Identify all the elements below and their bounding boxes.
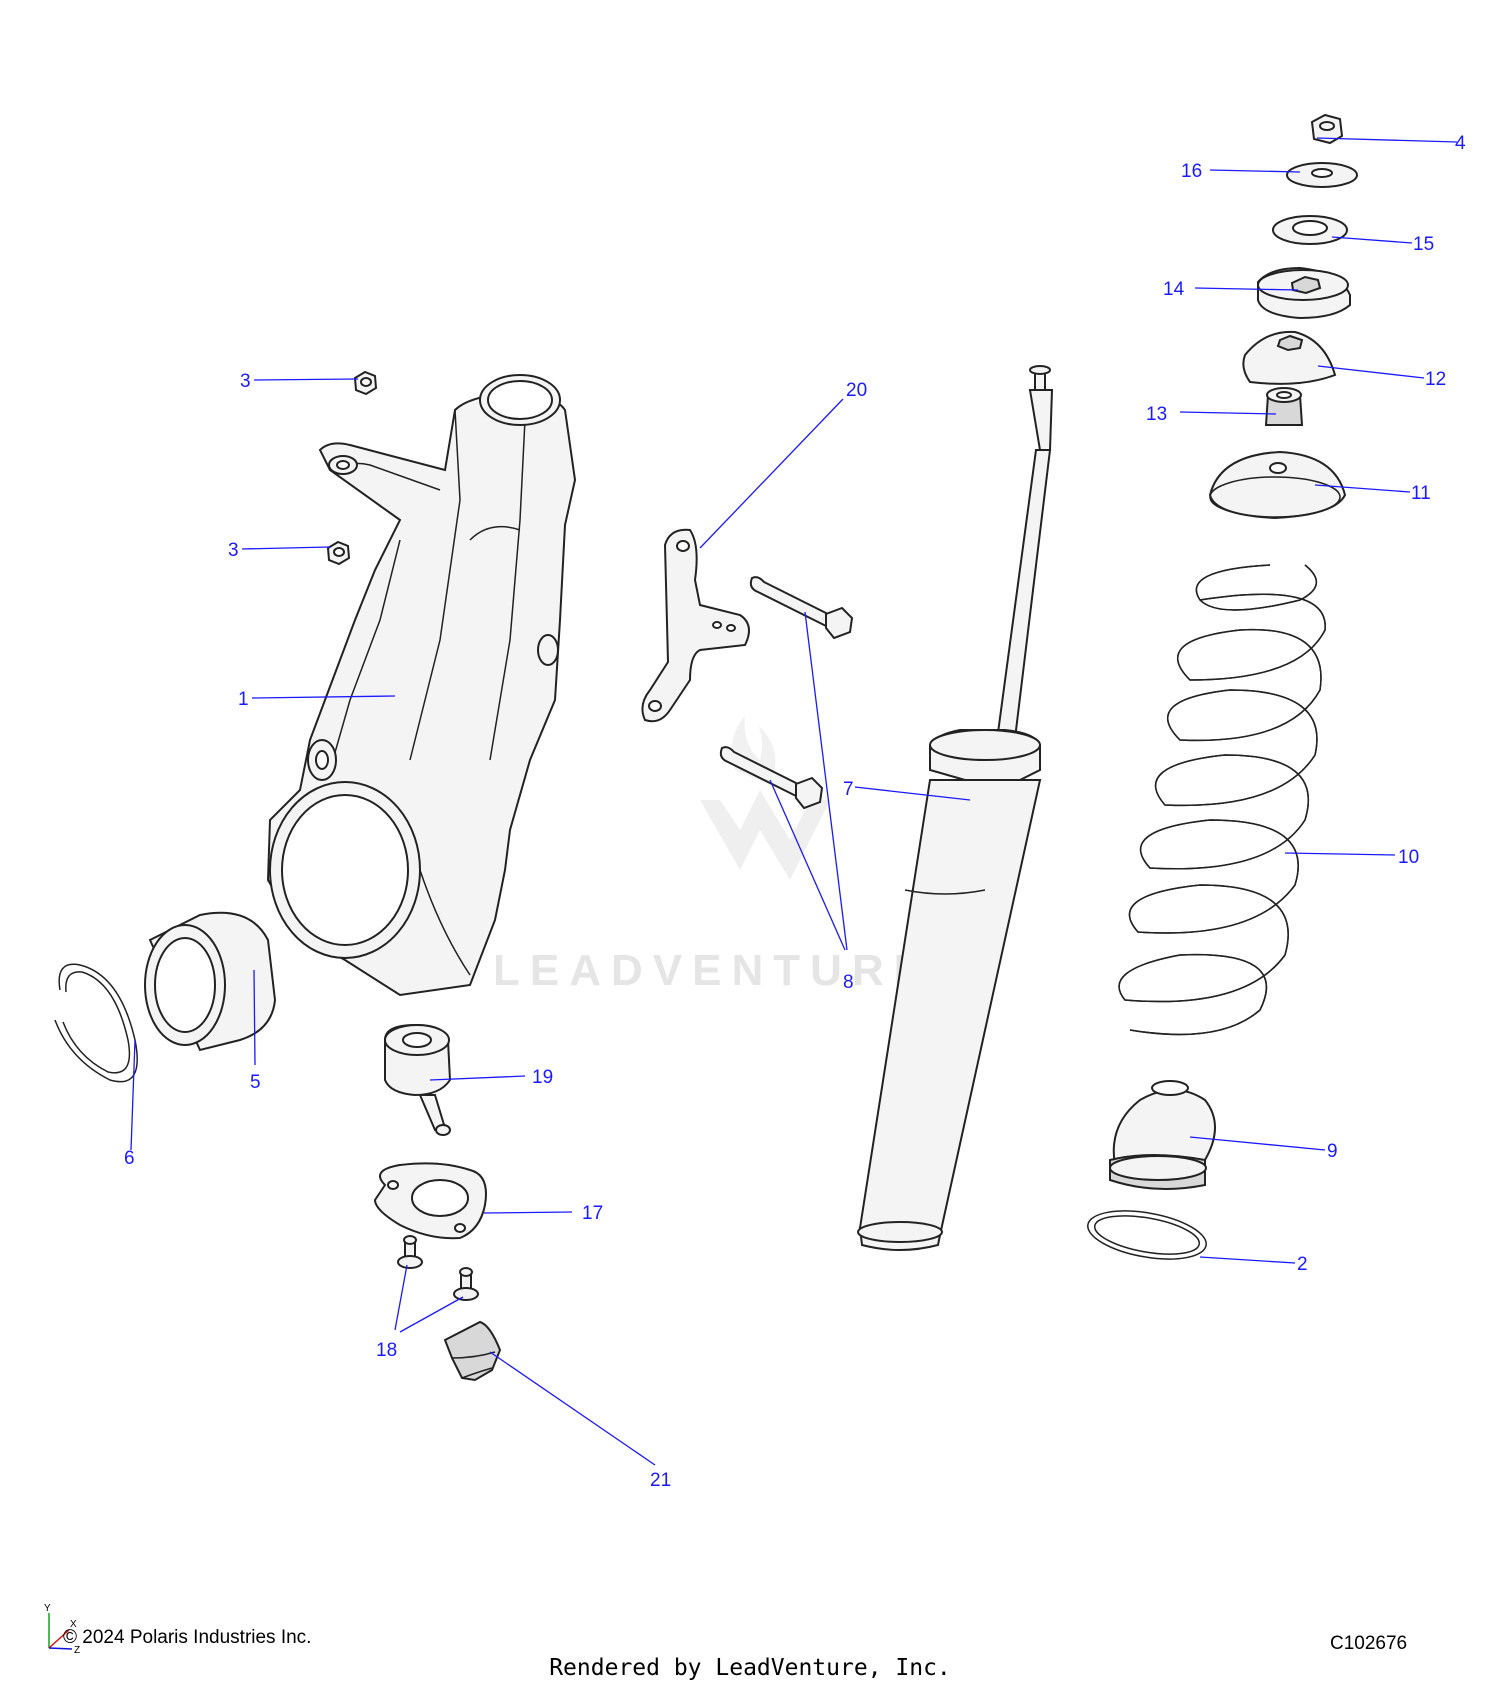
- callout-6: 6: [124, 1148, 135, 1169]
- bracket: [641, 528, 750, 723]
- top-nut: [1310, 113, 1344, 145]
- callout-3-lower: 3: [228, 540, 239, 561]
- leader-lines: [130, 137, 1458, 1466]
- leadventure-watermark: LEADVENTURE: [493, 715, 933, 995]
- coil-spring: [1118, 564, 1326, 1036]
- axis-y-label: Y: [44, 1603, 51, 1614]
- ball-joint: [384, 1023, 452, 1136]
- callout-20: 20: [846, 380, 867, 401]
- callout-12: 12: [1425, 369, 1446, 390]
- callout-5: 5: [250, 1072, 261, 1093]
- callout-11: 11: [1411, 483, 1431, 504]
- callout-7: 7: [843, 779, 854, 800]
- axis-z-label: Z: [74, 1645, 80, 1653]
- wheel-bearing: [144, 911, 277, 1052]
- axis-x-label: X: [70, 1619, 77, 1630]
- callout-21: 21: [650, 1470, 671, 1491]
- callout-18: 18: [376, 1340, 397, 1361]
- callout-1: 1: [238, 689, 249, 710]
- callout-17: 17: [582, 1203, 603, 1224]
- ball-joint-flange: [373, 1162, 487, 1240]
- spring-seat: [1208, 450, 1347, 520]
- callout-16: 16: [1181, 161, 1202, 182]
- nut-lower: [326, 540, 351, 566]
- flange-screw-left: [397, 1235, 423, 1269]
- callout-4: 4: [1455, 133, 1466, 154]
- washer-flat: [1286, 162, 1358, 188]
- watermark-text: LEADVENTURE: [493, 946, 933, 995]
- callout-3-upper: 3: [240, 371, 251, 392]
- callout-8: 8: [843, 972, 854, 993]
- callout-9: 9: [1327, 1141, 1338, 1162]
- copyright-notice: © 2024 Polaris Industries Inc.: [63, 1627, 312, 1648]
- bump-stop: [1109, 1080, 1216, 1190]
- axis-triad: Y X Z: [44, 1603, 80, 1653]
- callout-10: 10: [1398, 847, 1419, 868]
- ring-gasket: [1087, 1210, 1207, 1260]
- flange-screw-right: [453, 1267, 479, 1301]
- x-axis-line: [48, 1629, 70, 1649]
- drawing-number: C102676: [1330, 1633, 1408, 1654]
- z-axis-line: [48, 1647, 73, 1650]
- spacer: [1264, 387, 1304, 426]
- callout-2: 2: [1297, 1254, 1308, 1275]
- washer-large: [1272, 215, 1348, 245]
- callout-14: 14: [1163, 279, 1185, 300]
- retaining-ring: [54, 963, 138, 1083]
- rendered-by-credit: Rendered by LeadVenture, Inc.: [549, 1655, 951, 1681]
- callout-13: 13: [1146, 404, 1167, 425]
- callout-15: 15: [1413, 234, 1434, 255]
- ball-joint-boot: [443, 1320, 502, 1382]
- bolt-upper: [749, 576, 854, 640]
- bolt-lower: [719, 746, 824, 810]
- shock-absorber: [857, 365, 1054, 1251]
- bearing-cap: [1257, 266, 1351, 320]
- upper-cup: [1242, 330, 1337, 385]
- callout-19: 19: [532, 1067, 553, 1088]
- nut-upper: [353, 370, 378, 396]
- steering-knuckle: [266, 374, 577, 997]
- callout-labels: 3 3 1 4 16 15 14 12 13 11 10 9 2 5 6 7 8…: [124, 133, 1466, 1491]
